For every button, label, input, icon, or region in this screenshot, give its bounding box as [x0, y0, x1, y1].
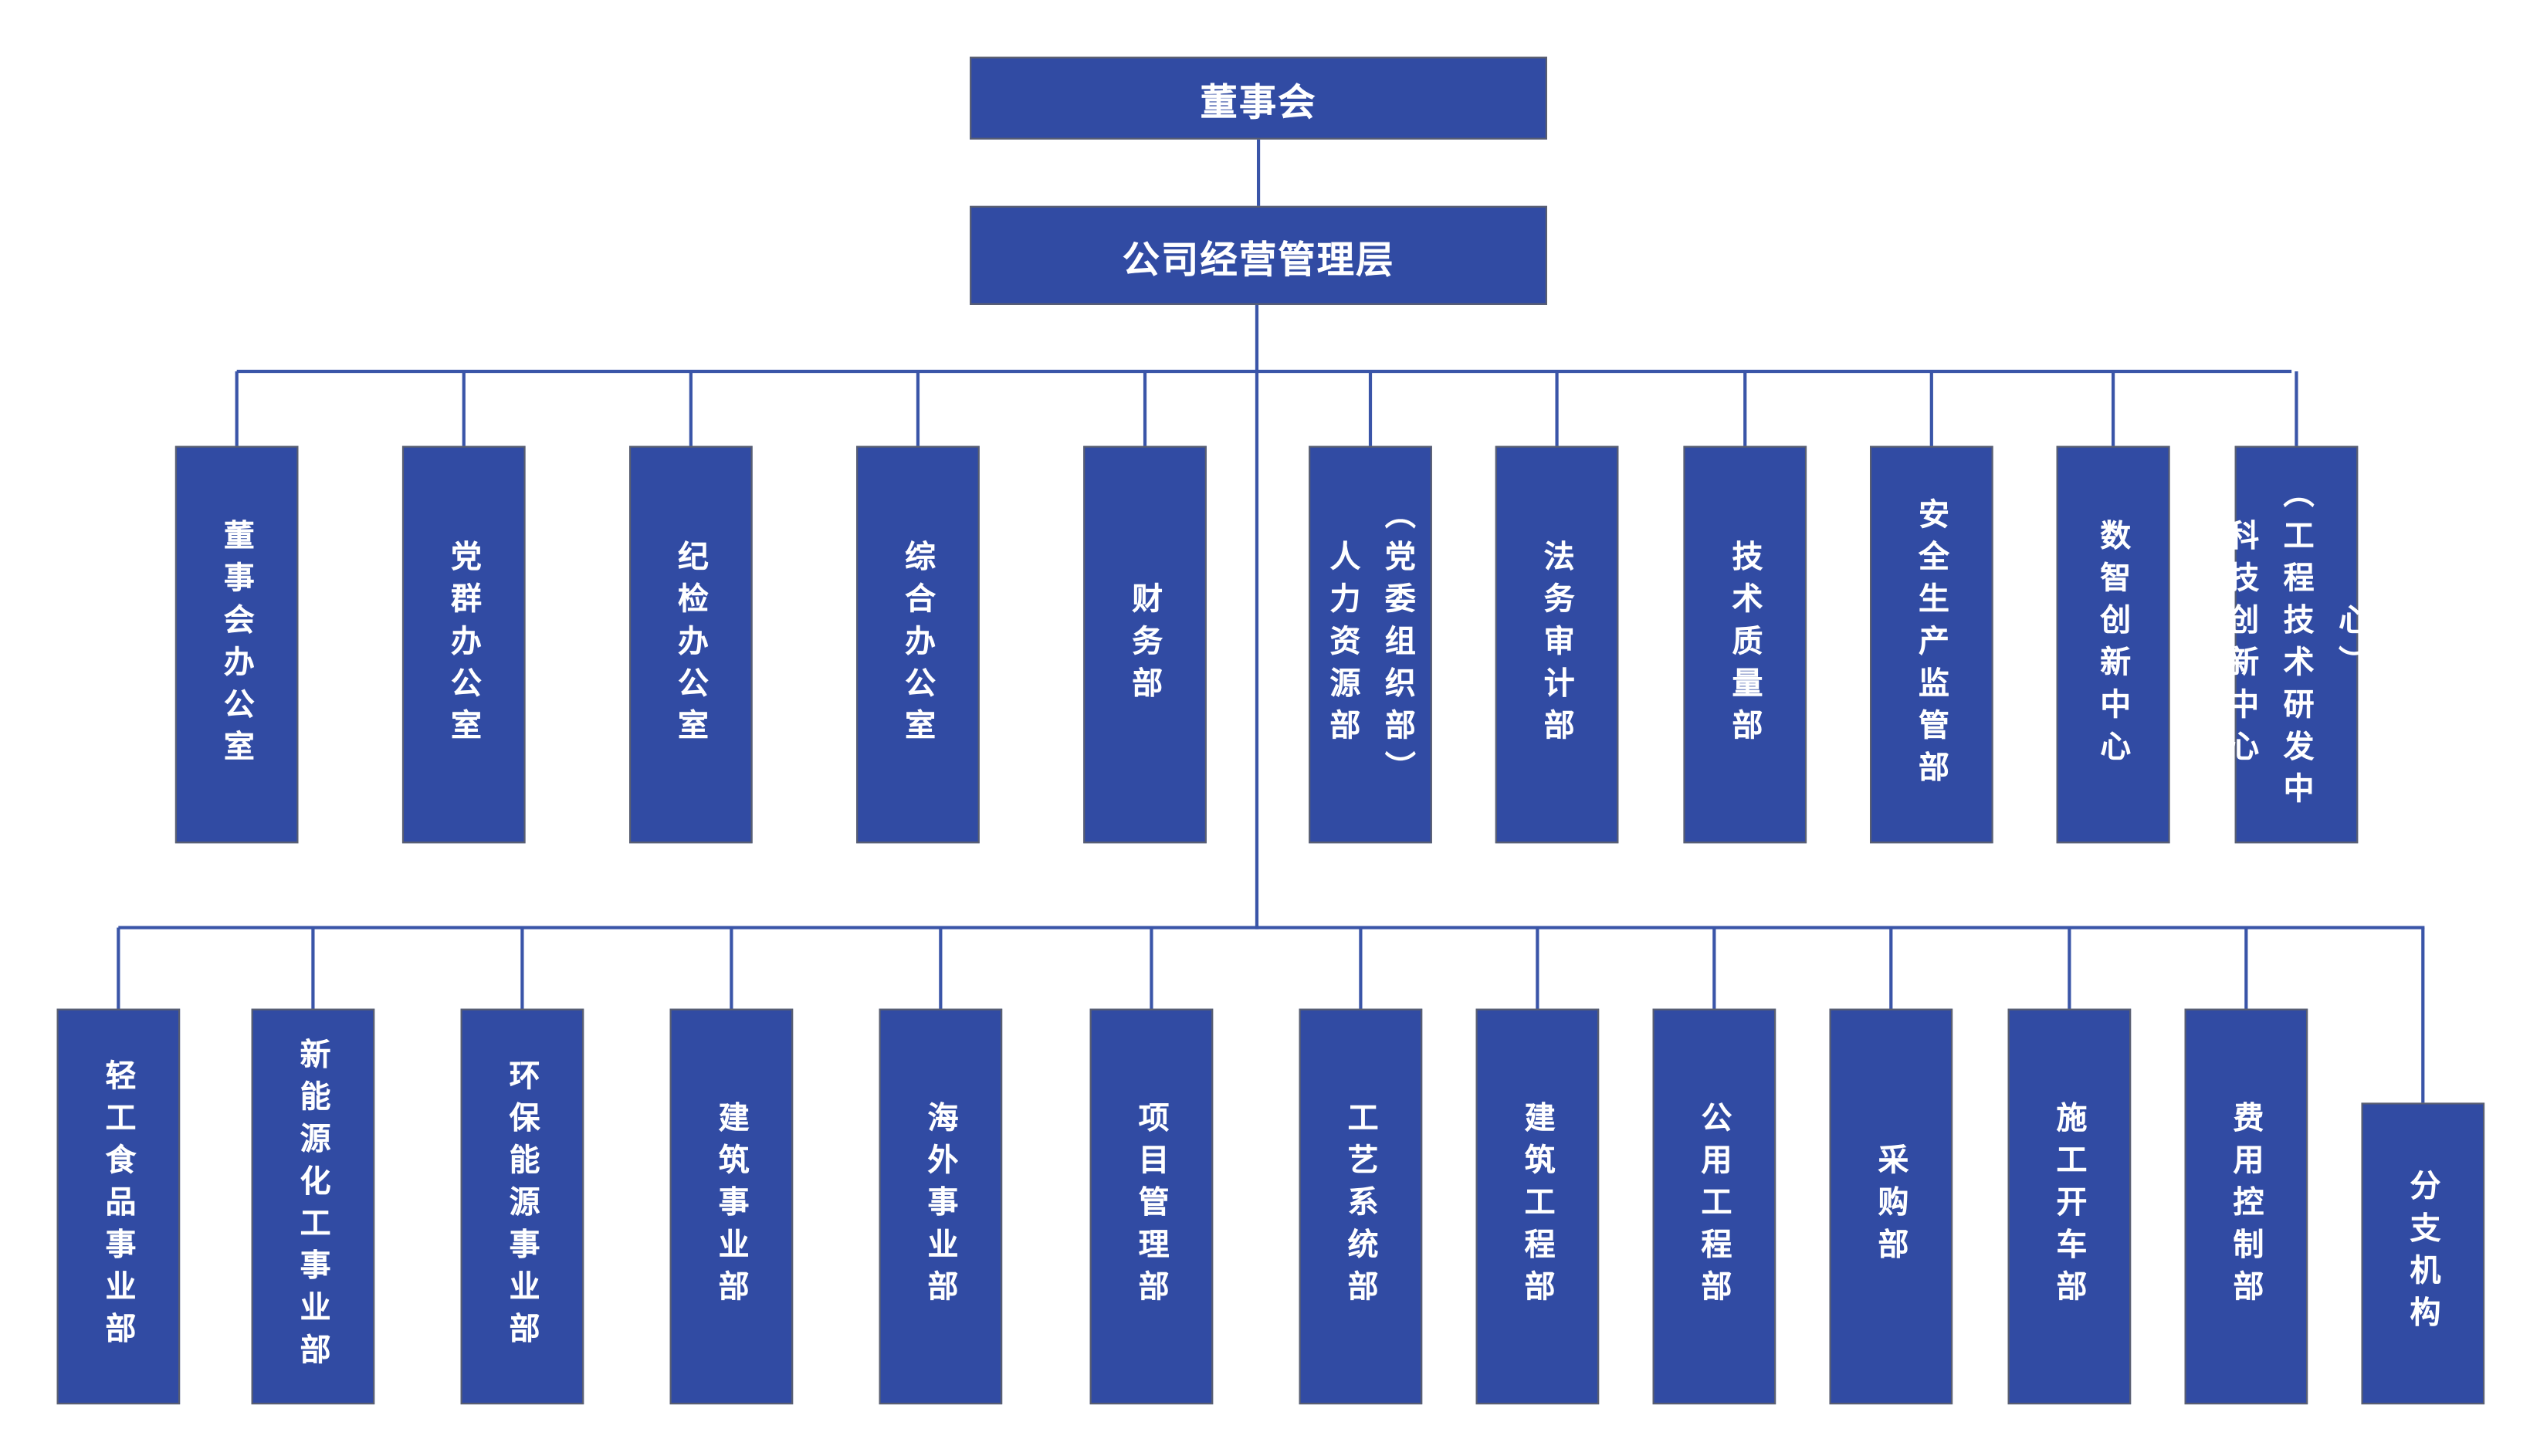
connector-line — [916, 371, 920, 446]
row1-department-box: 纪检办公室 — [629, 445, 753, 844]
department-label: 人力资源部 （党委组织部） — [1325, 496, 1416, 793]
connector-line — [2421, 927, 2425, 1103]
connector-line — [2068, 927, 2071, 1009]
department-label: 建筑工程部 — [1519, 1101, 1556, 1312]
row1-department-box: 综合办公室 — [856, 445, 980, 844]
department-label: 工艺系统部 — [1343, 1101, 1379, 1312]
connector-line — [1929, 371, 1933, 446]
department-label: 项目管理部 — [1133, 1101, 1170, 1312]
connector-line — [1555, 371, 1559, 446]
connector-line — [939, 927, 943, 1009]
department-label: 数智创新中心 — [2095, 518, 2132, 771]
row1-department-box: 董事会办公室 — [174, 445, 299, 844]
connector-line — [2111, 371, 2115, 446]
row1-department-box: 技术质量部 — [1683, 445, 1807, 844]
department-label: 环保能源事业部 — [504, 1058, 540, 1355]
department-label: 施工开车部 — [2051, 1101, 2088, 1312]
department-label: 建筑事业部 — [713, 1101, 750, 1312]
connector-line — [730, 927, 733, 1009]
row2-department-box: 海外事业部 — [879, 1008, 1003, 1405]
row2-department-box: 工艺系统部 — [1299, 1008, 1423, 1405]
connector-line — [1150, 927, 1153, 1009]
connector-line — [1536, 927, 1539, 1009]
connector-line — [118, 926, 2425, 929]
connector-line — [1255, 304, 1259, 929]
row1-department-box: 财务部 — [1083, 445, 1207, 844]
department-label: 轻工食品事业部 — [100, 1058, 137, 1355]
department-label: 安全生产监管部 — [1913, 496, 1949, 793]
department-label: 董事会办公室 — [218, 518, 255, 771]
connector-line — [1743, 371, 1747, 446]
row2-department-box: 轻工食品事业部 — [56, 1008, 181, 1405]
connector-line — [1712, 927, 1716, 1009]
row2-department-box: 分支机构 — [2361, 1102, 2485, 1405]
row1-department-box: 人力资源部 （党委组织部） — [1309, 445, 1432, 844]
connector-line — [235, 371, 239, 446]
department-label: 费用控制部 — [2228, 1101, 2264, 1312]
connector-line — [311, 927, 315, 1009]
department-label: 海外事业部 — [923, 1101, 959, 1312]
row1-department-box: 科技创新中心 （工程技术研发中心） — [2223, 445, 2369, 844]
connector-line — [520, 927, 524, 1009]
management-label: 公司经营管理层 — [1122, 239, 1395, 282]
department-label: 党群办公室 — [445, 539, 482, 750]
department-label: 技术质量部 — [1727, 539, 1763, 750]
row2-department-box: 费用控制部 — [2184, 1008, 2308, 1405]
department-label: 新能源化工事业部 — [295, 1038, 331, 1376]
management-box: 公司经营管理层 — [970, 205, 1547, 305]
row1-department-box: 法务审计部 — [1495, 445, 1619, 844]
department-label: 纪检办公室 — [672, 539, 709, 750]
board-box: 董事会 — [970, 56, 1547, 140]
row2-department-box: 项目管理部 — [1089, 1008, 1214, 1405]
department-label: 分支机构 — [2405, 1169, 2441, 1338]
row2-department-box: 建筑工程部 — [1475, 1008, 1600, 1405]
department-label: 科技创新中心 （工程技术研发中心） — [2223, 476, 2369, 814]
connector-line — [117, 927, 120, 1009]
row1-department-box: 数智创新中心 — [2056, 445, 2170, 844]
connector-line — [236, 369, 2292, 374]
row1-department-box: 党群办公室 — [401, 445, 526, 844]
row2-department-box: 建筑事业部 — [669, 1008, 794, 1405]
department-label: 综合办公室 — [899, 539, 936, 750]
connector-line — [1256, 139, 1261, 206]
department-label: 采购部 — [1873, 1143, 1909, 1270]
connector-line — [2244, 927, 2248, 1009]
connector-line — [2295, 371, 2298, 446]
department-label: 公用工程部 — [1696, 1101, 1732, 1312]
board-label: 董事会 — [1200, 82, 1317, 124]
row2-department-box: 环保能源事业部 — [460, 1008, 584, 1405]
connector-line — [1143, 371, 1147, 446]
connector-line — [689, 371, 693, 446]
connector-line — [1359, 927, 1363, 1009]
connector-line — [1368, 371, 1373, 446]
connector-line — [462, 371, 466, 446]
department-label: 法务审计部 — [1539, 539, 1575, 750]
row1-department-box: 安全生产监管部 — [1869, 445, 1993, 844]
department-label: 财务部 — [1126, 581, 1163, 708]
connector-line — [1889, 927, 1893, 1009]
row2-department-box: 施工开车部 — [2007, 1008, 2132, 1405]
row2-department-box: 新能源化工事业部 — [251, 1008, 375, 1405]
row2-department-box: 公用工程部 — [1652, 1008, 1776, 1405]
row2-department-box: 采购部 — [1829, 1008, 1953, 1405]
